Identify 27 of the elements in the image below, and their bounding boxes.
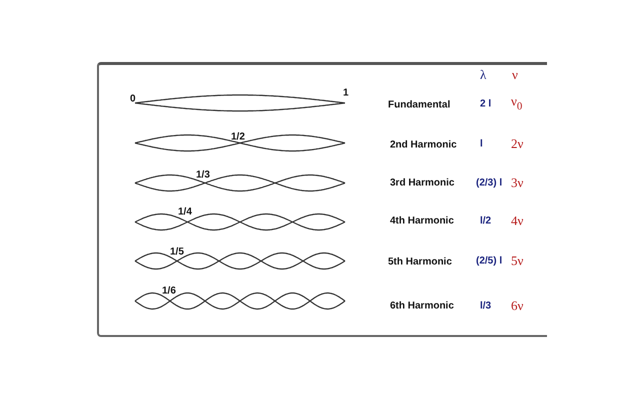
wavelength-value: 2 l [480, 98, 492, 110]
harmonic-name: 6th Harmonic [390, 300, 454, 312]
frequency-value: 3ν [511, 175, 524, 191]
harmonic-name: 4th Harmonic [390, 216, 454, 226]
node-position-label: 1/5 [170, 246, 184, 258]
frequency-value: 6ν [511, 298, 524, 314]
harmonic-name: 5th Harmonic [388, 256, 452, 268]
frequency-value: 4ν [511, 213, 524, 229]
wavelength-value: l/3 [480, 300, 492, 312]
node-position-label: 1/3 [196, 170, 210, 180]
wavelength-value: l/2 [480, 216, 492, 226]
node-position-label: 1/2 [231, 132, 245, 142]
wavelength-value: l [480, 138, 483, 150]
harmonic-name: Fundamental [388, 100, 450, 110]
frequency-value: 2ν [511, 136, 524, 152]
header-symbol: λ [480, 67, 486, 83]
harmonic-name: 2nd Harmonic [390, 140, 457, 150]
wavelength-value: (2/5) l [476, 256, 502, 266]
header-symbol: ν [512, 67, 518, 83]
frequency-value: ν$_{0}$ [511, 94, 522, 112]
endpoint-label: 1 [343, 88, 349, 98]
frequency-value: 5ν [511, 253, 524, 269]
node-position-label: 1/4 [178, 206, 192, 218]
wavelength-value: (2/3) l [476, 178, 502, 188]
node-position-label: 1/6 [162, 286, 176, 296]
harmonic-name: 3rd Harmonic [390, 178, 454, 188]
endpoint-label: 0 [130, 94, 136, 104]
